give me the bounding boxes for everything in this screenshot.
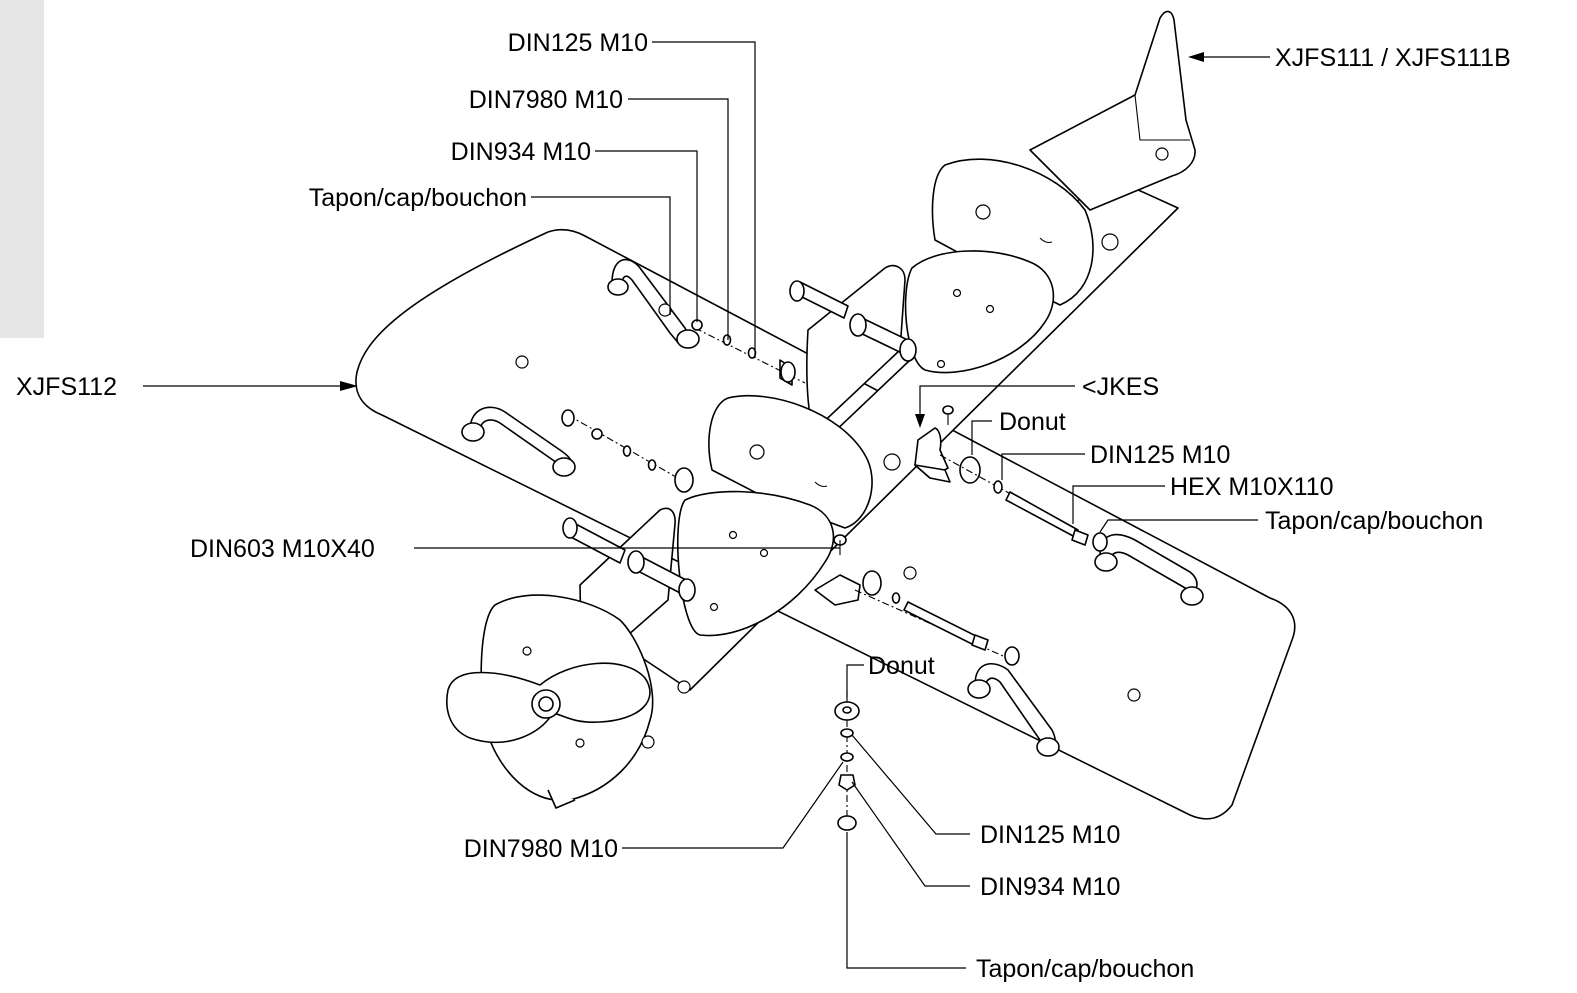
label-din7980-top: DIN7980 M10 [469, 86, 623, 114]
callout-labels: DIN125 M10 DIN7980 M10 DIN934 M10 Tapon/… [16, 29, 1511, 983]
label-din125-top: DIN125 M10 [508, 29, 648, 57]
lower-fastener-stack [814, 534, 1020, 666]
arrowheads [340, 52, 1204, 428]
label-din7980-bottom: DIN7980 M10 [464, 835, 618, 863]
right-fastener-stack [914, 405, 1108, 552]
rear-seat-back [931, 158, 1094, 306]
front-spring [562, 517, 696, 602]
label-cap-top: Tapon/cap/bouchon [309, 184, 527, 212]
rear-seat-pad [904, 250, 1055, 374]
rear-tail-plate [1029, 10, 1196, 211]
label-hex-bolt: HEX M10X110 [1170, 473, 1334, 501]
label-din125-bottom: DIN125 M10 [980, 821, 1120, 849]
label-din125-right: DIN125 M10 [1090, 441, 1230, 469]
label-cap-bottom: Tapon/cap/bouchon [976, 955, 1194, 983]
label-xjfs112: XJFS112 [16, 373, 117, 401]
rear-spring [789, 280, 917, 362]
label-jkes: <JKES [1082, 373, 1159, 401]
top-fastener-stack [691, 319, 806, 386]
label-donut-right: Donut [999, 408, 1066, 436]
bottom-fastener-stack [834, 690, 860, 831]
left-sidebar-strip [0, 0, 44, 338]
front-seat-back [708, 394, 873, 529]
label-cap-right: Tapon/cap/bouchon [1265, 507, 1483, 535]
label-donut-bottom: Donut [868, 652, 935, 680]
label-din934-bottom: DIN934 M10 [980, 873, 1120, 901]
label-din934-top: DIN934 M10 [451, 138, 591, 166]
label-xjfs111: XJFS111 / XJFS111B [1275, 44, 1511, 72]
mid-fastener-stack [561, 409, 694, 493]
assembly-drawing [355, 10, 1296, 831]
footboard-handles [461, 258, 1204, 757]
label-din603: DIN603 M10X40 [190, 535, 375, 563]
